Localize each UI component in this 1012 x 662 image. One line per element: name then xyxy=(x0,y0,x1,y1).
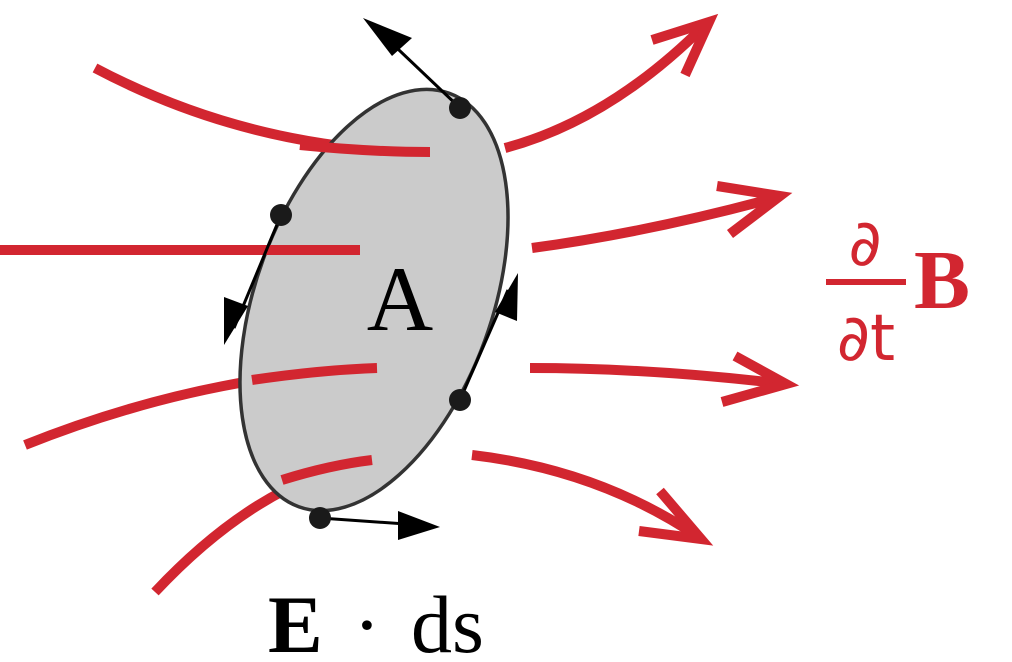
field-line-3-on-surface xyxy=(251,363,378,385)
field-line-1-out xyxy=(503,21,709,153)
dot-product-symbol: · xyxy=(353,579,380,662)
b-field-symbol: B xyxy=(914,234,970,327)
field-line-2-arrowhead-icon xyxy=(716,181,793,238)
field-lines-on-surface xyxy=(251,140,431,485)
field-line-3-arrowhead-icon xyxy=(720,351,800,407)
tangent-arrows xyxy=(224,18,518,540)
tangent-arrow-top-icon xyxy=(363,18,412,56)
loop-points xyxy=(270,97,471,529)
tangent-arrow-right-icon xyxy=(495,273,518,321)
time-derivative-label: ∂ ∂t B xyxy=(826,207,970,376)
partial-numerator: ∂ xyxy=(848,207,881,281)
partial-denominator: ∂t xyxy=(837,302,895,376)
tangent-arrow-left-icon xyxy=(224,297,248,345)
field-line-4-out xyxy=(471,450,703,543)
e-field-symbol: E xyxy=(268,579,323,662)
area-label: A xyxy=(367,248,433,350)
field-line-1-on-surface xyxy=(299,140,431,157)
loop-point-right xyxy=(449,389,471,411)
line-element-symbol: ds xyxy=(411,579,484,662)
field-lines-outgoing xyxy=(471,13,800,546)
field-line-4-on-surface xyxy=(280,455,373,485)
field-line-1-arrowhead-icon xyxy=(650,13,719,78)
fraction-bar xyxy=(826,279,906,285)
line-integrand-label: E · ds xyxy=(268,579,484,662)
tangent-arrow-bottom-icon xyxy=(398,511,440,540)
loop-point-top xyxy=(449,97,471,119)
loop-point-bottom xyxy=(309,507,331,529)
loop-point-left xyxy=(270,204,292,226)
field-line-2-out xyxy=(531,192,780,253)
field-line-4-arrowhead-icon xyxy=(638,487,714,546)
field-line-3-out xyxy=(529,363,786,389)
